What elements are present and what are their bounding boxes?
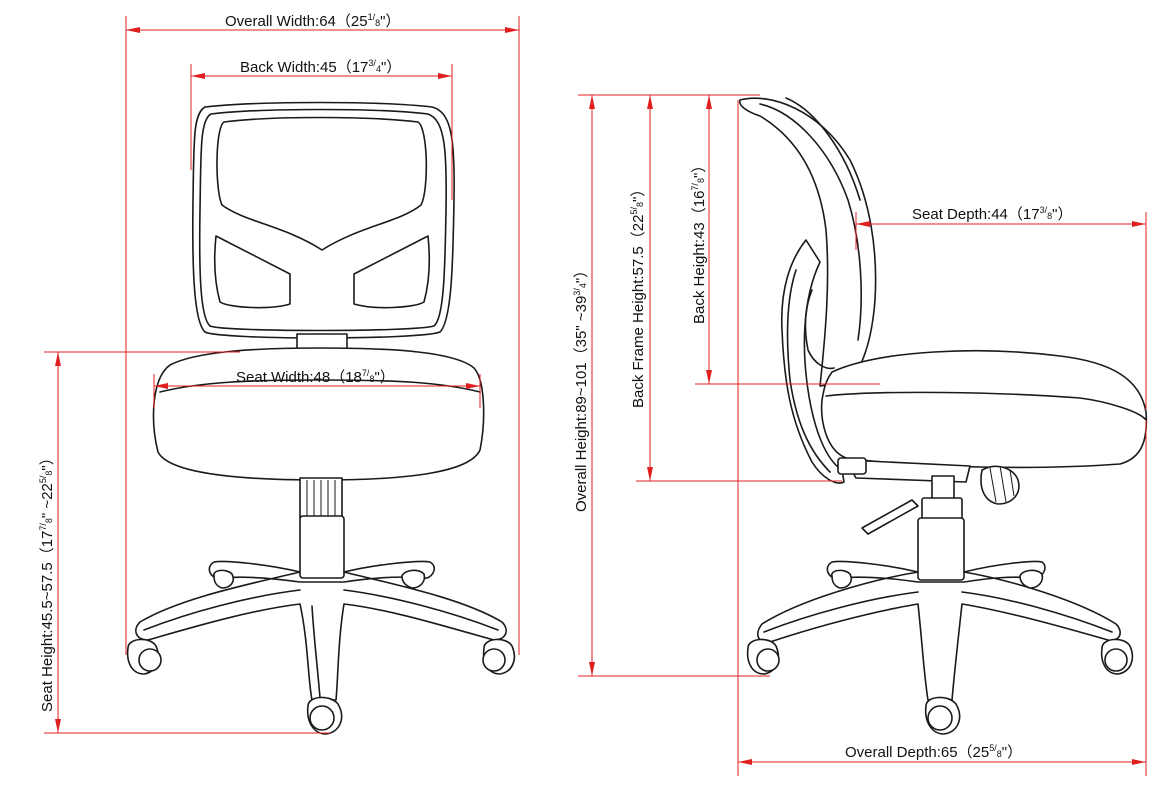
back-frame-height-label: Back Frame Height:57.5（225/8"） bbox=[629, 182, 647, 408]
dim-back-width: Back Width:45（173/4"） bbox=[190, 58, 453, 200]
side-seat bbox=[820, 350, 1148, 469]
side-backrest bbox=[738, 97, 877, 484]
dim-seat-width: Seat Width:48（187/8"） bbox=[153, 368, 481, 408]
dim-overall-depth: Overall Depth:65（255/8"） bbox=[737, 100, 1147, 776]
front-casters bbox=[126, 569, 516, 735]
front-view-chair bbox=[126, 101, 516, 735]
front-seat bbox=[152, 347, 485, 481]
dim-seat-depth: Seat Depth:44（173/8"） bbox=[855, 205, 1147, 410]
side-casters bbox=[746, 569, 1134, 735]
front-gas-lift bbox=[299, 477, 345, 579]
dim-overall-height: Overall Height:89~101（35" ~393/4"） bbox=[572, 94, 770, 677]
seat-width-label: Seat Width:48（187/8"） bbox=[236, 368, 395, 386]
seat-height-label: Seat Height:45.5~57.5（177/8" ~225/8"） bbox=[38, 450, 56, 712]
side-gas-lift bbox=[917, 475, 965, 581]
dim-back-frame-height: Back Frame Height:57.5（225/8"） bbox=[629, 95, 842, 482]
overall-width-label: Overall Width:64（251/8"） bbox=[225, 12, 400, 30]
overall-height-label: Overall Height:89~101（35" ~393/4"） bbox=[572, 263, 590, 512]
overall-depth-label: Overall Depth:65（255/8"） bbox=[845, 743, 1022, 761]
side-view-chair bbox=[738, 97, 1148, 735]
back-height-label: Back Height:43（167/8"） bbox=[690, 158, 708, 324]
front-base bbox=[135, 560, 507, 701]
dim-overall-width: Overall Width:64（251/8"） bbox=[125, 12, 520, 655]
back-width-label: Back Width:45（173/4"） bbox=[240, 58, 401, 76]
side-base bbox=[757, 560, 1121, 701]
dim-seat-height: Seat Height:45.5~57.5（177/8" ~225/8"） bbox=[38, 351, 330, 734]
dim-back-height: Back Height:43（167/8"） bbox=[690, 95, 880, 385]
front-backrest bbox=[191, 101, 455, 353]
seat-depth-label: Seat Depth:44（173/8"） bbox=[912, 205, 1072, 223]
